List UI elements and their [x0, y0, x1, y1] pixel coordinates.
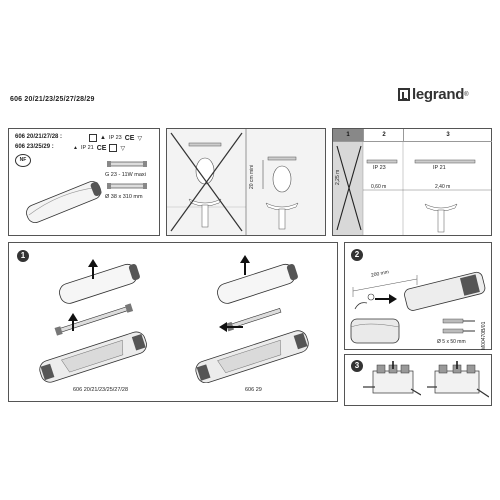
zone3-ip: IP 21 [433, 165, 446, 171]
zone-height-label: 2,25 m [335, 169, 341, 185]
zone3-distance: 2,40 m [435, 184, 451, 190]
step1-caption-left: 606 20/21/23/25/27/28 [73, 387, 129, 393]
step1-badge: 1 [17, 250, 29, 262]
step2-badge: 2 [351, 249, 363, 261]
step3-badge: 3 [351, 360, 363, 372]
lamp-dimensions: Ø 38 x 310 mm [105, 194, 143, 200]
f-mark-icon-2: ▽ [120, 145, 126, 152]
lamp-spec: G 23 - 11W maxi [105, 172, 146, 178]
min-height-label: 20 cm mini [249, 164, 255, 189]
f-mark-icon: ▽ [137, 135, 143, 142]
luminaire-illustration [26, 181, 102, 224]
class2-icon-2 [109, 144, 118, 152]
spec-line1-models: 606 20/21/27/28 : [15, 134, 63, 140]
step3-terminal-right [427, 361, 489, 398]
legrand-logo-icon [398, 88, 410, 101]
step2-illustration [350, 271, 486, 344]
zone-col3-header: 3 [403, 129, 492, 142]
ce-mark-icon-2: CE [96, 144, 107, 152]
zones-illustration [333, 142, 491, 235]
screw-size: Ø 5 x 50 mm [437, 339, 466, 345]
spec-line1-icons: ▲ IP 23 CE ▽ [89, 134, 142, 142]
bathroom-panel: 20 cm mini [166, 128, 326, 236]
ce-mark-icon: CE [124, 134, 135, 142]
legrand-logo: legrand ® [398, 86, 469, 103]
spec-panel: 606 20/21/27/28 : ▲ IP 23 CE ▽ 606 23/25… [8, 128, 160, 236]
spec-line2-icons: ▲ IP 21 CE ▽ [73, 144, 125, 152]
document-code: M00470B/01 [481, 321, 487, 350]
zone2-ip: IP 23 [373, 165, 386, 171]
nf-badge: NF [15, 154, 31, 167]
step3-panel: 3 [344, 354, 492, 406]
zones-panel: 1 2 3 2,25 m IP 23 IP 21 0,60 m 2,40 m [332, 128, 492, 236]
zone-col2-header: 2 [363, 129, 404, 142]
step1-left-illustration [39, 259, 147, 383]
lamp-tube-icon-2 [107, 183, 147, 189]
bathroom-illustration [167, 129, 325, 235]
drop-icon: ▲ [100, 135, 106, 141]
model-range-title: 606 20/21/23/25/27/28/29 [10, 96, 95, 103]
spec-line2-models: 606 23/25/29 : [15, 144, 54, 150]
step1-right-illustration [195, 255, 309, 383]
zone2-distance: 0,60 m [371, 184, 387, 190]
brand-name: legrand [412, 86, 465, 103]
class2-icon [89, 134, 97, 142]
step1-panel: 1 606 20/21/23/25/27/28 [8, 242, 338, 402]
registered-mark: ® [464, 91, 469, 98]
step1-caption-right: 606 29 [245, 387, 262, 393]
drop-icon-small: ▲ [73, 145, 78, 151]
zone-col1-header: 1 [333, 129, 363, 142]
step3-terminal-left [363, 361, 421, 396]
lamp-tube-icon [107, 161, 147, 167]
spec-line2-ip: IP 21 [80, 145, 94, 151]
spec-line1-ip: IP 23 [108, 135, 122, 141]
step2-panel: 2 200 mm Ø 5 x 50 mm [344, 242, 492, 350]
